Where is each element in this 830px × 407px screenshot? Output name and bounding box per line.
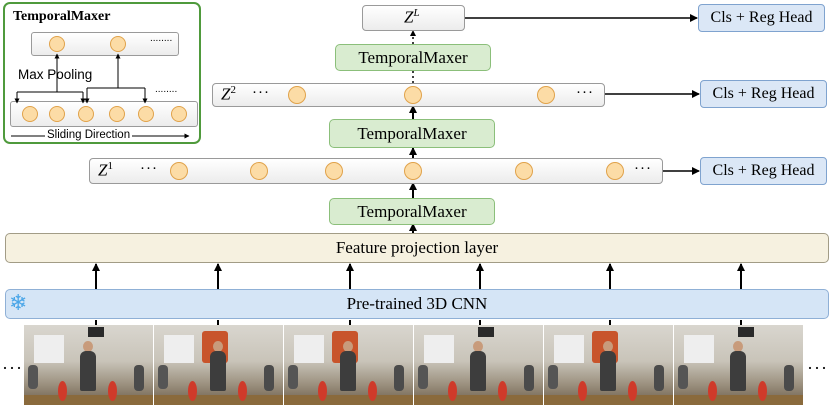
z2-node bbox=[404, 86, 422, 104]
inset-dots-top: ........ bbox=[150, 33, 173, 44]
z1-node bbox=[606, 162, 624, 180]
video-frame bbox=[414, 325, 544, 405]
z2-ellipsis-right: ··· bbox=[576, 85, 594, 101]
video-frame bbox=[284, 325, 414, 405]
z1-node bbox=[325, 162, 343, 180]
cnn-to-feature-arrows bbox=[92, 263, 745, 292]
video-frame bbox=[24, 325, 154, 405]
zL-feature-bar bbox=[362, 5, 465, 31]
inset-input-node bbox=[49, 106, 65, 122]
temporal-maxer-inset: TemporalMaxer ........ Max Pooling .....… bbox=[3, 2, 201, 144]
frames-ellipsis-right: ··· bbox=[807, 358, 828, 378]
inset-input-node bbox=[22, 106, 38, 122]
z1-node bbox=[170, 162, 188, 180]
video-frame bbox=[544, 325, 674, 405]
video-frame bbox=[154, 325, 284, 405]
video-frame bbox=[674, 325, 804, 405]
inset-input-node bbox=[109, 106, 125, 122]
z2-ellipsis-left: ··· bbox=[252, 85, 270, 101]
z1-ellipsis-right: ··· bbox=[634, 161, 652, 177]
snowflake-icon: ❄ bbox=[9, 291, 28, 316]
inset-input-node bbox=[171, 106, 187, 122]
head-box-1: Cls + Reg Head bbox=[700, 157, 827, 185]
inset-input-node bbox=[138, 106, 154, 122]
z1-node bbox=[515, 162, 533, 180]
z1-ellipsis-left: ··· bbox=[140, 161, 158, 177]
z2-label: Z2 bbox=[221, 84, 236, 104]
inset-input-node bbox=[78, 106, 94, 122]
z1-label: Z1 bbox=[98, 160, 113, 180]
zL-label: ZL bbox=[404, 7, 420, 27]
z1-node bbox=[250, 162, 268, 180]
inset-output-node bbox=[49, 36, 65, 52]
feature-projection-layer: Feature projection layer bbox=[5, 233, 829, 263]
inset-input-bar bbox=[10, 101, 198, 127]
head-box-L: Cls + Reg Head bbox=[698, 4, 825, 32]
temporal-maxer-bottom: TemporalMaxer bbox=[329, 198, 495, 225]
frames-ellipsis-left: ··· bbox=[2, 358, 23, 378]
inset-dots-bottom: ........ bbox=[155, 84, 178, 95]
pretrained-3d-cnn: Pre-trained 3D CNN bbox=[5, 289, 829, 319]
head-box-2: Cls + Reg Head bbox=[700, 80, 827, 108]
z1-node bbox=[404, 162, 422, 180]
sliding-direction-label: Sliding Direction bbox=[45, 129, 133, 141]
inset-pooling-lines bbox=[11, 53, 190, 139]
temporal-maxer-top: TemporalMaxer bbox=[335, 44, 491, 71]
z2-node bbox=[288, 86, 306, 104]
temporal-maxer-mid: TemporalMaxer bbox=[329, 119, 495, 148]
inset-output-node bbox=[110, 36, 126, 52]
max-pooling-label: Max Pooling bbox=[18, 67, 93, 82]
z2-node bbox=[537, 86, 555, 104]
inset-title: TemporalMaxer bbox=[13, 9, 111, 24]
